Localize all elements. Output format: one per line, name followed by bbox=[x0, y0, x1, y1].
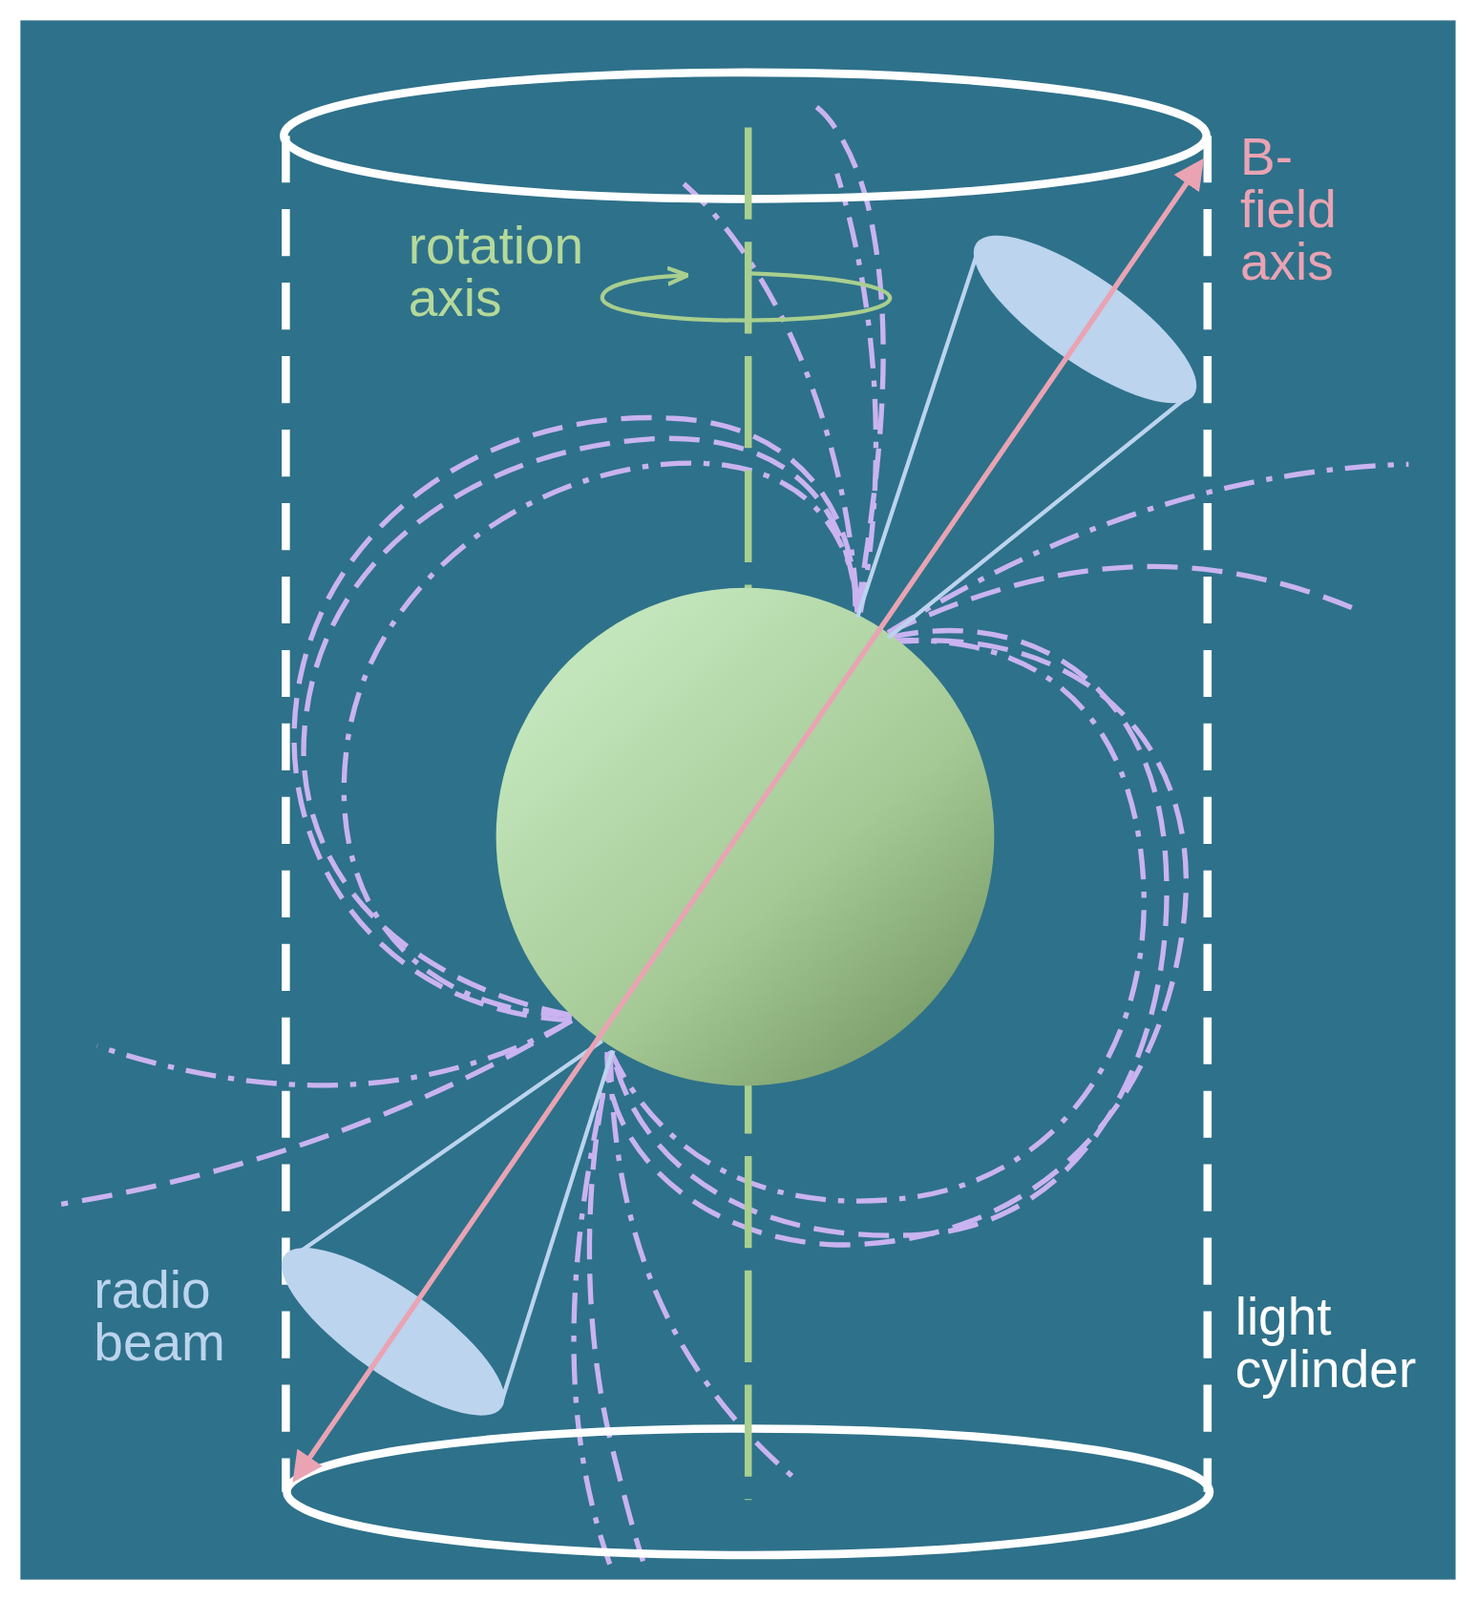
background-panel bbox=[20, 20, 1455, 1580]
axis-label: B-field axis bbox=[1240, 130, 1337, 289]
rotation-arrow bbox=[602, 273, 891, 320]
field-lines bbox=[61, 106, 1409, 1572]
neutron-star bbox=[496, 588, 995, 1087]
b-field-axis-line bbox=[295, 163, 1201, 1478]
cylinder-label: light cylinder bbox=[1235, 1290, 1417, 1396]
axis-label: rotation axis bbox=[408, 219, 584, 325]
beam-label: radio beam bbox=[93, 1264, 226, 1370]
radio-beams bbox=[259, 208, 1219, 1443]
